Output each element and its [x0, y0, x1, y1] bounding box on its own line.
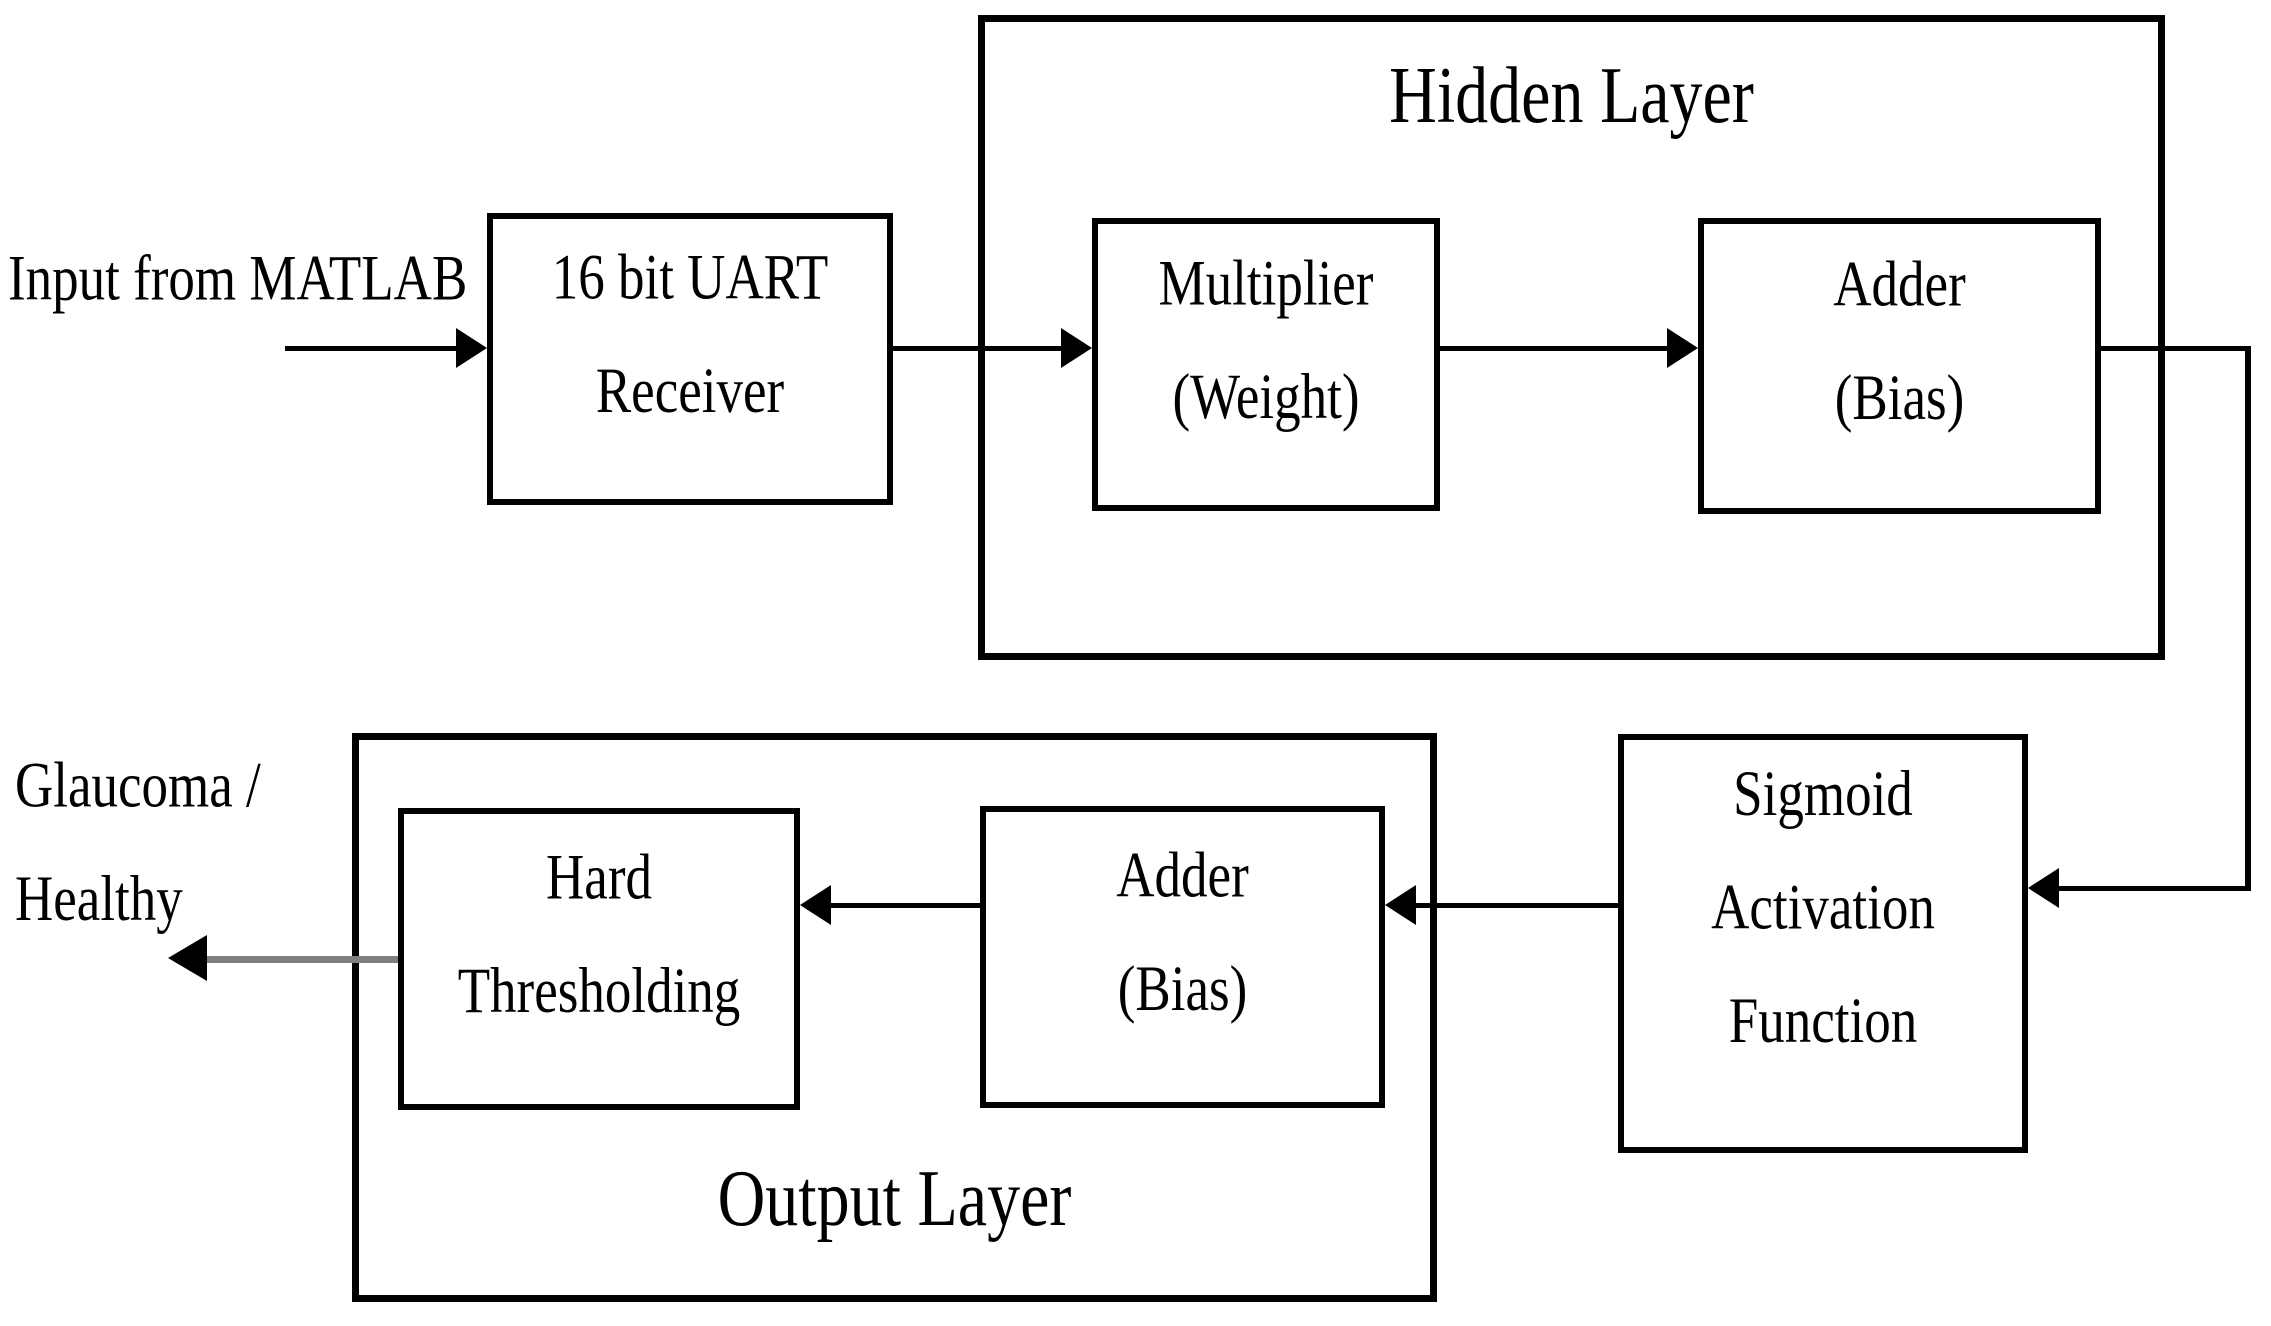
hard-thresholding-label-line2: Thresholding: [457, 955, 741, 1027]
arrow-multiplier-to-adder-line: [1440, 346, 1670, 351]
sigmoid-activation-label-line2: Activation: [1711, 872, 1935, 944]
arrow-thresholding-to-result-line: [205, 956, 398, 963]
connector-adder-to-sigmoid-vertical-line: [2245, 346, 2251, 891]
arrow-sigmoid-to-adder-line: [1410, 903, 1618, 908]
hidden-layer-container: [978, 15, 2165, 660]
result-label: Glaucoma / Healthy: [15, 753, 261, 935]
sigmoid-activation-label-line1: Sigmoid: [1733, 759, 1913, 830]
sigmoid-activation-label-line3: Function: [1728, 985, 1918, 1057]
multiplier-weight-label: Multiplier (Weight): [1159, 251, 1374, 429]
arrow-adder-to-thresholding-line: [825, 903, 980, 908]
multiplier-weight-label-line1: Multiplier: [1158, 247, 1374, 319]
uart-receiver-label-line1: 16 bit UART: [551, 242, 829, 314]
hard-thresholding-label: Hard Thresholding: [457, 842, 741, 1027]
adder-bias-hidden-box: Adder (Bias): [1698, 218, 2101, 514]
adder-bias-output-box: Adder (Bias): [980, 806, 1385, 1108]
arrow-sigmoid-to-adder-head: [1385, 885, 1416, 925]
output-layer-title: Output Layer: [717, 1154, 1072, 1244]
result-label-line2: Healthy: [15, 863, 183, 935]
sigmoid-activation-label: Sigmoid Activation Function: [1711, 759, 1935, 1057]
adder-bias-output-label-line1: Adder: [1116, 840, 1249, 912]
uart-receiver-label: 16 bit UART Receiver: [551, 242, 829, 427]
arrow-thresholding-to-result-head: [168, 935, 207, 981]
connector-adder-to-sigmoid-bottom-line: [2050, 886, 2251, 891]
arrow-input-to-uart-head: [456, 328, 487, 368]
adder-bias-output-label-line2: (Bias): [1117, 953, 1248, 1025]
adder-bias-hidden-label-line1: Adder: [1833, 249, 1966, 321]
adder-bias-output-label: Adder (Bias): [1116, 840, 1249, 1025]
result-label-line1: Glaucoma /: [15, 750, 261, 822]
hard-thresholding-label-line1: Hard: [546, 842, 652, 914]
hard-thresholding-box: Hard Thresholding: [398, 808, 800, 1110]
sigmoid-activation-box: Sigmoid Activation Function: [1618, 734, 2028, 1153]
multiplier-weight-box: Multiplier (Weight): [1092, 218, 1440, 511]
output-layer-container: [352, 733, 1437, 1302]
arrow-multiplier-to-adder-head: [1667, 328, 1698, 368]
arrow-uart-to-multiplier-head: [1061, 328, 1092, 368]
connector-adder-to-sigmoid-top-line: [2101, 346, 2251, 351]
adder-bias-hidden-label: Adder (Bias): [1833, 249, 1966, 434]
connector-adder-to-sigmoid-head: [2028, 868, 2059, 908]
adder-bias-hidden-label-line2: (Bias): [1834, 362, 1965, 434]
multiplier-weight-label-line2: (Weight): [1172, 361, 1360, 432]
arrow-input-to-uart-line: [285, 346, 460, 351]
arrow-adder-to-thresholding-head: [800, 885, 831, 925]
input-source-label: Input from MATLAB: [8, 243, 468, 315]
hidden-layer-title: Hidden Layer: [1389, 51, 1754, 141]
uart-receiver-label-line2: Receiver: [595, 355, 785, 427]
uart-receiver-box: 16 bit UART Receiver: [487, 213, 893, 505]
